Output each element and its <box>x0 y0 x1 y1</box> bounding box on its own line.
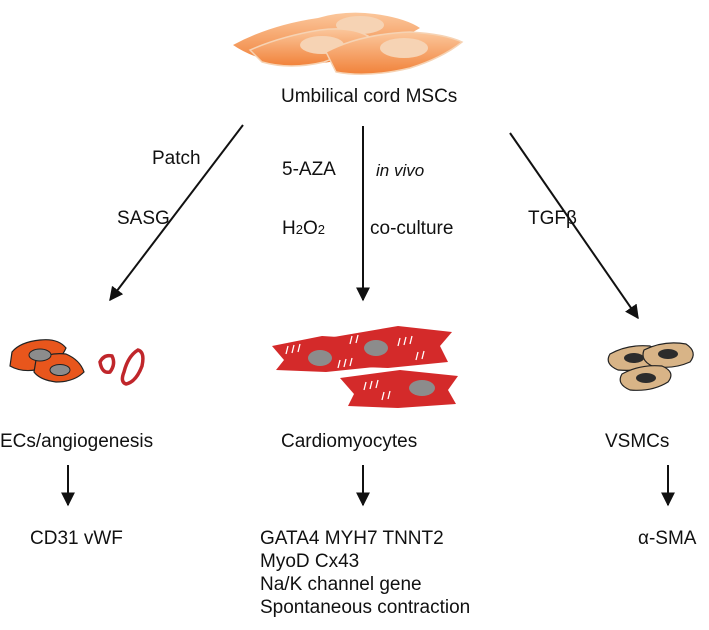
marker-line: Spontaneous contraction <box>260 597 471 618</box>
marker-line: GATA4 MYH7 TNNT2 <box>260 528 444 549</box>
arrow-to-vsmcs <box>509 132 639 320</box>
cell-type-cardiomyocytes: Cardiomyocytes <box>281 431 418 452</box>
marker-line: MyoD Cx43 <box>260 551 360 572</box>
markers-ecs: CD31 vWF <box>30 528 123 549</box>
condition-tgfb: TGFβ <box>528 208 577 229</box>
condition-in-vivo: in vivo <box>376 161 425 180</box>
cell-type-ecs: ECs/angiogenesis <box>0 431 154 452</box>
source-cell-label: Umbilical cord MSCs <box>281 86 458 107</box>
msc-cells-illustration <box>233 12 464 75</box>
marker-line: Na/K channel gene <box>260 574 422 595</box>
markers-vsmcs: α-SMA <box>638 528 697 549</box>
cell-type-vsmcs: VSMCs <box>605 431 670 452</box>
arrow-to-ecs <box>109 124 244 302</box>
condition-sasg: SASG <box>117 208 170 229</box>
condition-5aza: 5-AZA <box>282 159 336 180</box>
condition-h2o2: H2O2 <box>282 218 325 239</box>
condition-co-culture: co-culture <box>370 218 454 239</box>
condition-patch: Patch <box>152 148 201 169</box>
markers-cardiomyocytes: GATA4 MYH7 TNNT2 MyoD Cx43 Na/K channel … <box>260 527 470 619</box>
endothelial-cells-illustration <box>9 339 145 386</box>
vsmc-illustration <box>607 342 694 391</box>
cardiomyocytes-illustration <box>272 326 458 408</box>
